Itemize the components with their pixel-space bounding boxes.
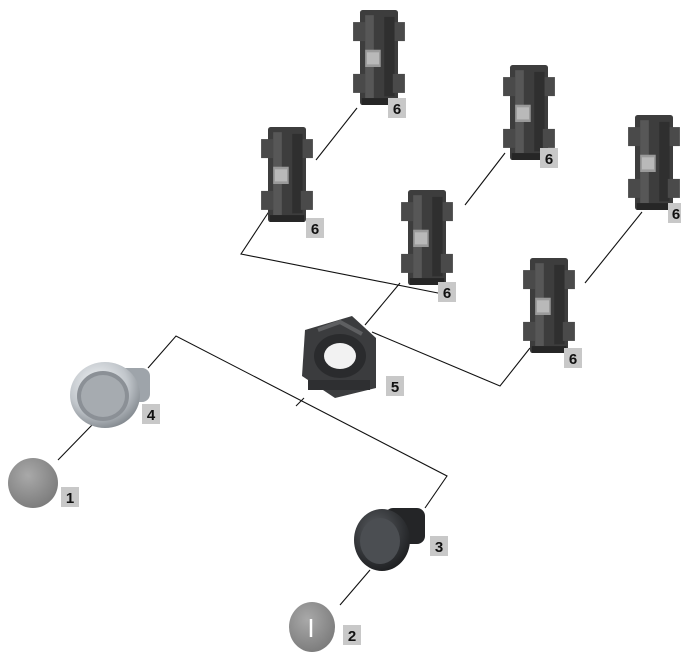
leader-block-top-to-block-left [315, 107, 358, 161]
svg-text:6: 6 [545, 151, 553, 168]
leader-lines [57, 107, 643, 606]
pushbutton-icon [354, 508, 425, 571]
svg-text:3: 3 [435, 539, 443, 556]
contact-block-icon [523, 258, 575, 353]
leader-lens2-to-black [339, 569, 371, 606]
part-label-4: 4 [142, 404, 160, 424]
svg-text:6: 6 [393, 101, 401, 118]
lens-cap-icon [8, 458, 58, 508]
contact-block-icon [401, 190, 453, 285]
part-label-6: 6 [388, 98, 406, 118]
contact-block-icon [353, 10, 405, 105]
svg-text:6: 6 [443, 285, 451, 302]
part-label-3: 3 [430, 536, 448, 556]
svg-text:6: 6 [569, 351, 577, 368]
svg-text:4: 4 [147, 407, 156, 424]
leader-tree-buttons [147, 335, 448, 509]
part-label-6: 6 [438, 282, 456, 302]
lens-symbol-glyph: I [307, 613, 314, 643]
part-label-6: 6 [668, 203, 681, 223]
leader-block-center-to-adapter [364, 282, 401, 326]
part-label-6: 6 [306, 218, 324, 238]
leader-tree-right [371, 331, 531, 387]
mounting-adapter-icon [302, 316, 376, 398]
leader-lens1-to-chrome [57, 424, 93, 461]
part-label-5: 5 [386, 376, 404, 396]
leader-block-midtop-to-block-center [464, 152, 506, 206]
svg-text:6: 6 [311, 221, 319, 238]
svg-text:5: 5 [391, 379, 399, 396]
part-label-1: 1 [61, 487, 79, 507]
pushbutton-icon [70, 362, 150, 428]
part-label-6: 6 [540, 148, 558, 168]
leader-tree-left [240, 209, 449, 296]
lens-cap-icon: I [289, 602, 335, 652]
leader-adapter-stub [295, 397, 305, 407]
contact-block-icon [628, 115, 680, 210]
part-label-6: 6 [564, 348, 582, 368]
leader-block-right-to-block-lower [584, 211, 643, 284]
contact-block-icon [261, 127, 313, 222]
contact-block-icon [503, 65, 555, 160]
svg-text:6: 6 [672, 206, 680, 223]
svg-text:2: 2 [348, 628, 356, 645]
part-label-2: 2 [343, 625, 361, 645]
svg-text:1: 1 [66, 490, 74, 507]
